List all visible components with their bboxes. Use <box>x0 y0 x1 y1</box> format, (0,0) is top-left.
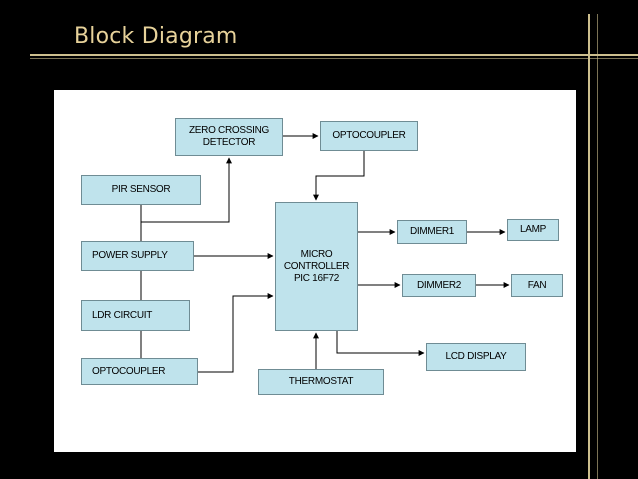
optocoupler-bottom-block: OPTOCOUPLER <box>81 358 198 385</box>
frame-vertical-line-thin <box>597 14 598 479</box>
lamp-block: LAMP <box>507 219 559 241</box>
ldr-circuit-block: LDR CIRCUIT <box>81 300 190 331</box>
link-optobottom-mc <box>198 293 274 373</box>
thermostat-block: THERMOSTAT <box>258 369 384 395</box>
fan-block: FAN <box>511 274 563 297</box>
link-mc-lcd <box>336 331 425 356</box>
dimmer1-block: DIMMER1 <box>397 220 467 244</box>
zero-crossing-detector-block: ZERO CROSSING DETECTOR <box>175 118 283 156</box>
optocoupler-top-block: OPTOCOUPLER <box>320 121 418 151</box>
slide-title: Block Diagram <box>74 24 238 49</box>
link-power-zerocross <box>141 157 232 223</box>
title-underline <box>30 54 638 56</box>
title-underline-thin <box>30 58 638 59</box>
pir-sensor-block: PIR SENSOR <box>81 175 201 205</box>
dimmer2-block: DIMMER2 <box>402 274 476 297</box>
power-supply-block: POWER SUPPLY <box>81 241 194 271</box>
micro-controller-block: MICRO CONTROLLER PIC 16F72 <box>275 202 358 331</box>
frame-vertical-line <box>588 14 590 479</box>
lcd-display-block: LCD DISPLAY <box>426 343 526 371</box>
link-opto-mc <box>313 151 365 201</box>
